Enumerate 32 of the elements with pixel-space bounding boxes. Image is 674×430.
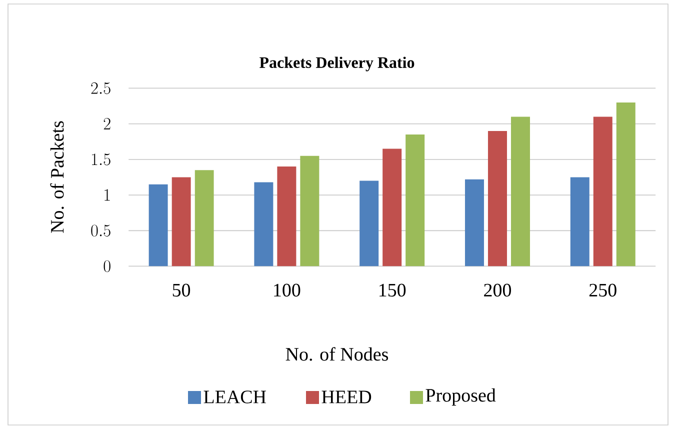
bar	[570, 177, 590, 266]
bar	[406, 134, 425, 266]
bar	[382, 148, 402, 266]
y-tick-label: 0	[104, 260, 110, 272]
chart-title: Packets Delivery Ratio	[260, 56, 414, 72]
y-tick-label: 2.5	[91, 82, 110, 94]
bar	[510, 116, 530, 266]
x-tick-label: 150	[380, 284, 406, 297]
axis-title: No. of Packets	[50, 121, 64, 233]
bar	[148, 184, 168, 266]
bar	[172, 177, 191, 266]
x-tick-label: 50	[172, 284, 190, 297]
bar	[488, 130, 507, 266]
bar	[593, 116, 612, 266]
bar	[254, 182, 274, 266]
x-tick-label: 100	[274, 284, 300, 297]
bar	[300, 156, 320, 266]
bar	[277, 166, 296, 266]
y-tick-label: 1 .5	[92, 154, 110, 166]
bar	[194, 170, 214, 266]
bar	[464, 179, 484, 266]
legend-label: Proposed	[426, 388, 496, 406]
x-tick-label: 250	[589, 284, 616, 297]
axis-title: No. of Nodes	[286, 347, 388, 361]
legend-label: LEACH	[204, 390, 266, 404]
y-tick-label: 0.5	[91, 224, 110, 236]
x-tick-label: 200	[484, 284, 511, 297]
y-tick-label: 2	[104, 118, 110, 130]
bar	[360, 180, 379, 266]
y-tick-label: 1	[104, 189, 110, 201]
bar	[616, 102, 636, 266]
legend-label: HEED	[322, 390, 372, 404]
